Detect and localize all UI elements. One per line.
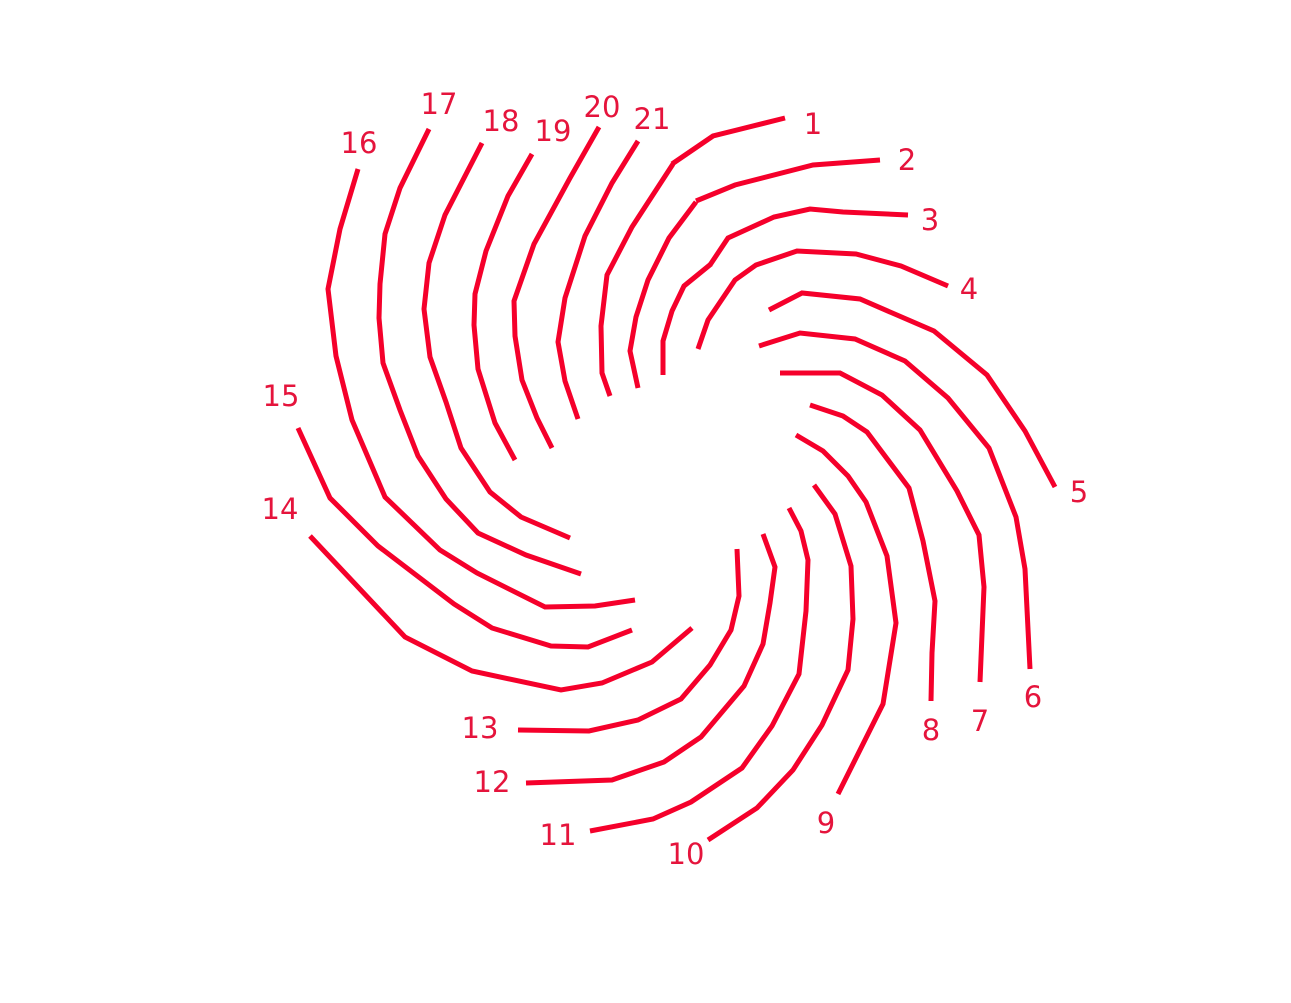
- curve-label-18: 18: [483, 104, 520, 138]
- curve-label-6: 6: [1024, 680, 1042, 714]
- curve-11: [589, 506, 811, 834]
- curve-label-7: 7: [971, 704, 989, 738]
- curve-label-17: 17: [421, 87, 458, 121]
- curve-unlabeled-21: [598, 162, 676, 397]
- curve-label-14: 14: [262, 492, 299, 526]
- curve-label-10: 10: [668, 837, 705, 871]
- curve-label-19: 19: [535, 114, 572, 148]
- curve-8: [809, 402, 938, 702]
- curve-6: [758, 330, 1033, 670]
- curve-label-3: 3: [921, 203, 939, 237]
- curve-label-20: 20: [584, 90, 621, 124]
- curve-13: [517, 548, 742, 734]
- curve-label-21: 21: [634, 102, 671, 136]
- curve-12: [525, 533, 778, 786]
- curve-5: [767, 290, 1058, 489]
- curve-label-9: 9: [817, 806, 835, 840]
- curve-4: [695, 248, 949, 350]
- curve-label-11: 11: [540, 818, 577, 852]
- curve-label-12: 12: [474, 765, 511, 799]
- curve-10: [706, 483, 856, 843]
- curve-group: [295, 115, 1058, 843]
- curve-label-5: 5: [1070, 475, 1088, 509]
- curve-16: [325, 168, 636, 610]
- curve-3: [707, 206, 909, 267]
- curve-label-13: 13: [462, 711, 499, 745]
- curve-9: [794, 432, 899, 796]
- curve-label-4: 4: [960, 272, 978, 306]
- curve-14: [308, 534, 694, 693]
- curve-20: [511, 125, 602, 450]
- curve-7: [780, 370, 987, 683]
- curve-label-15: 15: [263, 379, 300, 413]
- curve-label-2: 2: [898, 143, 916, 177]
- curve-1: [670, 115, 786, 167]
- curve-label-8: 8: [922, 713, 940, 747]
- curve-17: [376, 127, 582, 577]
- curve-unlabeled-23: [660, 262, 713, 375]
- curve-15: [295, 426, 633, 650]
- curve-2: [695, 157, 881, 204]
- curve-19: [471, 152, 535, 462]
- curve-label-16: 16: [341, 126, 378, 160]
- curve-unlabeled-22: [627, 200, 698, 389]
- curve-label-1: 1: [804, 107, 822, 141]
- curve-21: [555, 139, 641, 420]
- curve-18: [421, 141, 571, 541]
